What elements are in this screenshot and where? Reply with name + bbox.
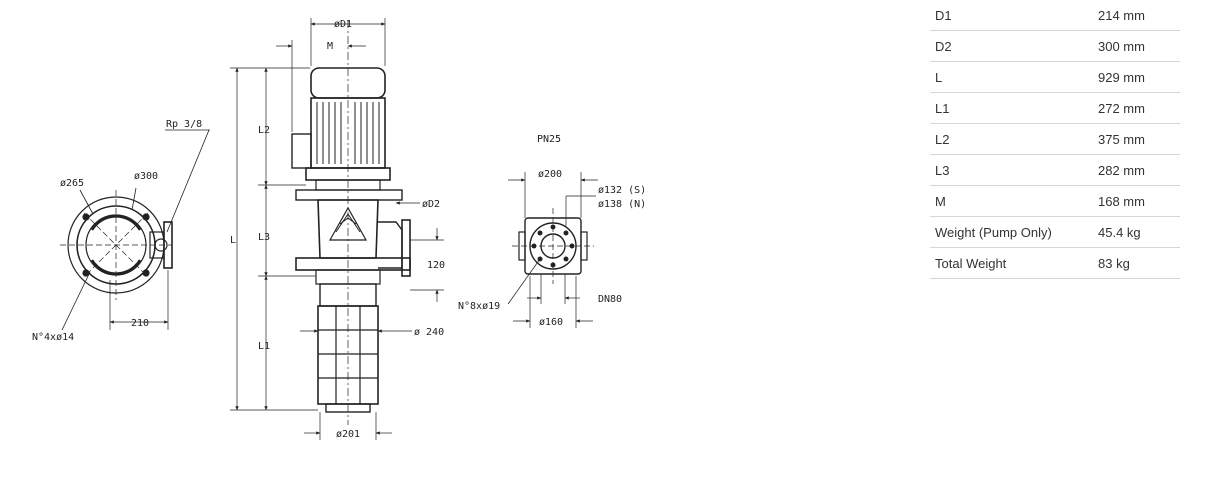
- pump-side-view: [230, 18, 444, 440]
- flange-bolts-label: N°8xø19: [458, 301, 500, 312]
- spec-label: L1: [930, 92, 1098, 124]
- d240-label: ø 240: [414, 327, 444, 338]
- l1-label: L1: [258, 341, 270, 352]
- spec-value: 83 kg: [1098, 247, 1180, 279]
- spec-value: 214 mm: [1098, 0, 1180, 31]
- spec-value: 929 mm: [1098, 61, 1180, 93]
- bolt-holes-label: N°4xø14: [32, 332, 74, 343]
- spec-value: 272 mm: [1098, 92, 1180, 124]
- d1-label: øD1: [334, 19, 352, 30]
- spec-label: D2: [930, 30, 1098, 62]
- spec-label: L3: [930, 154, 1098, 186]
- spec-row: Weight (Pump Only)45.4 kg: [930, 216, 1180, 248]
- spec-value: 300 mm: [1098, 30, 1180, 62]
- spec-value: 282 mm: [1098, 154, 1180, 186]
- spec-label: D1: [930, 0, 1098, 31]
- height-120-label: 120: [427, 260, 445, 271]
- l-label: L: [230, 235, 236, 246]
- d160-label: ø160: [539, 317, 563, 328]
- l3-label: L3: [258, 232, 270, 243]
- tap-label: Rp 3/8: [166, 119, 202, 130]
- pn25-label: PN25: [537, 134, 561, 145]
- spec-value: 375 mm: [1098, 123, 1180, 155]
- offset-210-label: 210: [131, 318, 149, 329]
- spec-label: M: [930, 185, 1098, 217]
- l2-label: L2: [258, 125, 270, 136]
- spec-value: 45.4 kg: [1098, 216, 1180, 248]
- spec-value: 168 mm: [1098, 185, 1180, 217]
- d132-label: ø132 (S): [598, 185, 646, 196]
- d200-label: ø200: [538, 169, 562, 180]
- m-label: M: [327, 41, 333, 52]
- diameter-265-label: ø265: [60, 178, 84, 189]
- flange-view: [507, 172, 598, 328]
- spec-label: L2: [930, 123, 1098, 155]
- spec-label: L: [930, 61, 1098, 93]
- diameter-300-label: ø300: [134, 171, 158, 182]
- d138-label: ø138 (N): [598, 199, 646, 210]
- pump-dimension-drawing: Rp 3/8 ø265 ø300 N°4xø14 210: [32, 18, 646, 440]
- d201-label: ø201: [336, 429, 360, 440]
- spec-label: Total Weight: [930, 247, 1098, 279]
- d2-label: øD2: [422, 199, 440, 210]
- dn80-label: DN80: [598, 294, 622, 305]
- base-top-view: [60, 129, 210, 331]
- spec-label: Weight (Pump Only): [930, 216, 1098, 248]
